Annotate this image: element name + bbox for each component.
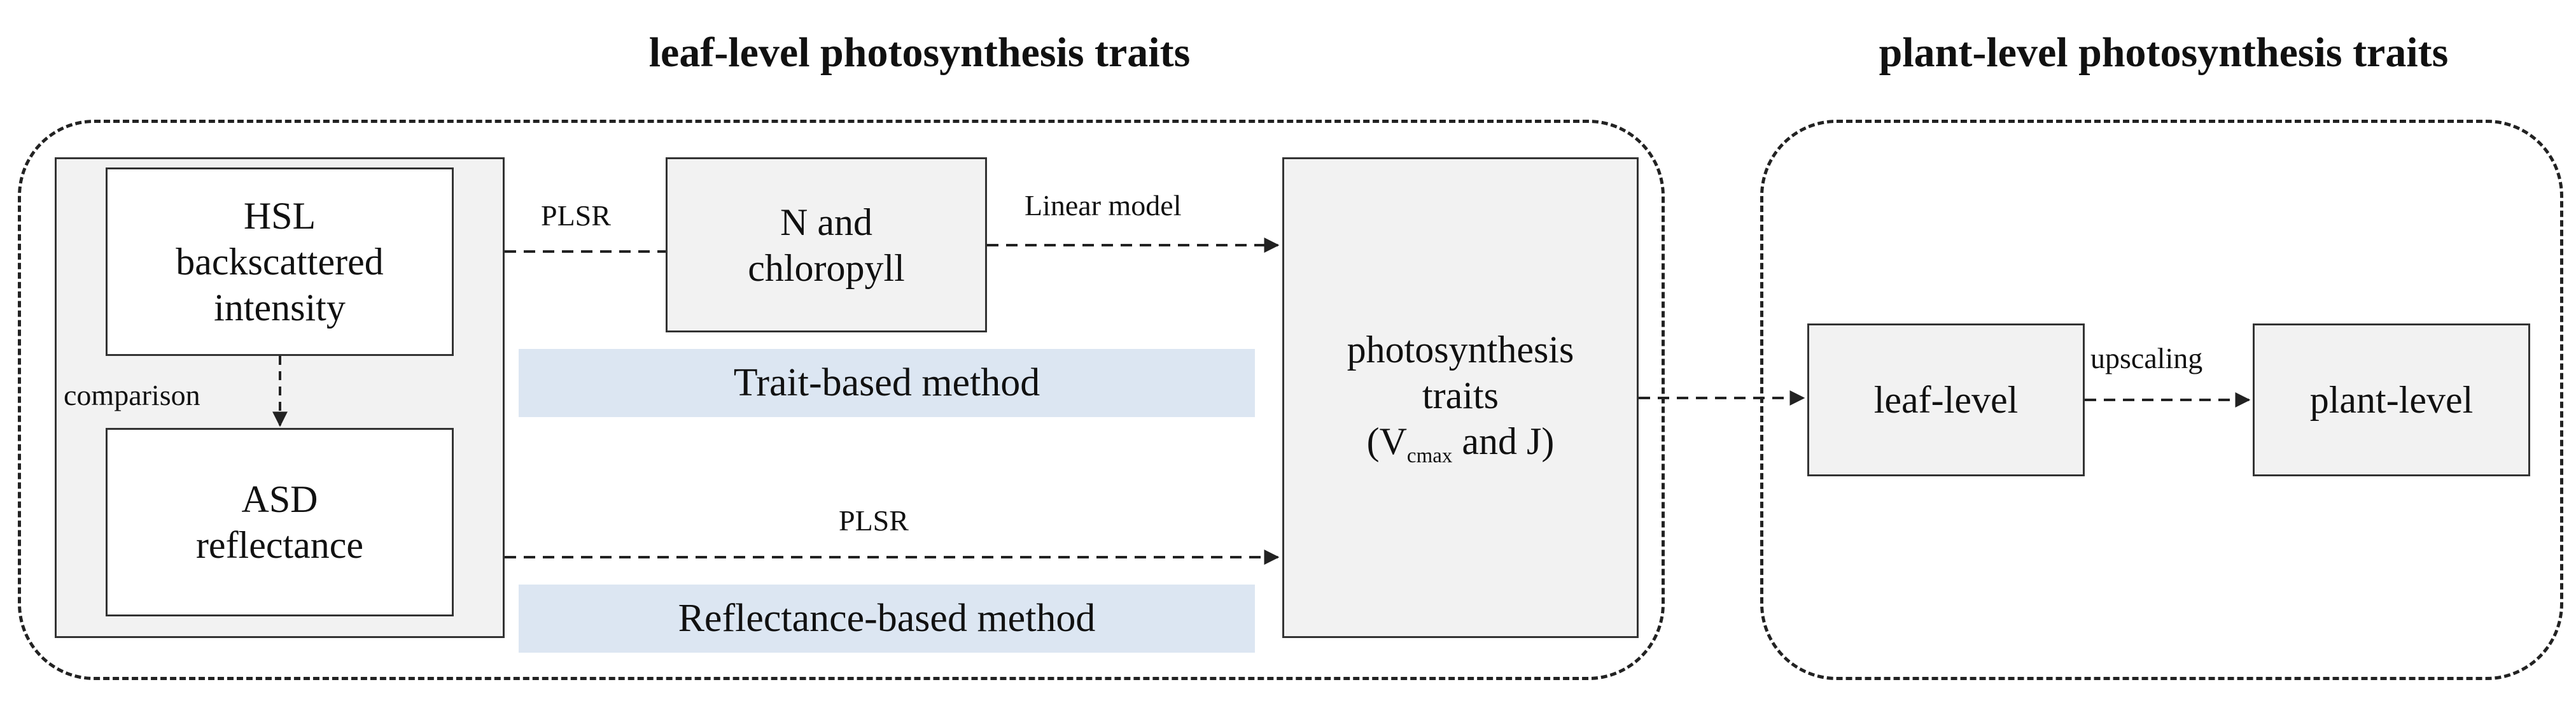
hsl-intensity-node: HSL backscattered intensity [106, 167, 454, 356]
plant-level-title: plant-level photosynthesis traits [1879, 29, 2449, 76]
hsl-line-3: intensity [214, 287, 346, 329]
leaf-level-node: leaf-level [1807, 323, 2085, 476]
asd-line-2: reflectance [195, 524, 364, 566]
hsl-line-2: backscattered [176, 241, 384, 283]
photo-line-3: (Vcmax and J) [1347, 418, 1574, 469]
asd-reflectance-node: ASD reflectance [106, 428, 454, 616]
photo-line-3-pre: (V [1366, 420, 1407, 462]
n-chl-line-2: chloropyll [748, 246, 905, 289]
photosynthesis-traits-node: photosynthesis traits (Vcmax and J) [1282, 157, 1639, 638]
photo-line-1: photosynthesis [1347, 328, 1574, 371]
photo-line-3-sub: cmax [1406, 444, 1453, 467]
plant-level-group [1760, 120, 2563, 680]
reflectance-based-method-band: Reflectance-based method [519, 585, 1255, 653]
n-chl-line-1: N and [780, 201, 872, 243]
n-chlorophyll-node: N and chloropyll [666, 157, 987, 332]
comparison-label: comparison [64, 379, 200, 411]
photo-line-2: traits [1422, 374, 1499, 416]
linear-model-label: Linear model [1025, 189, 1182, 222]
leaf-level-title: leaf-level photosynthesis traits [648, 29, 1191, 76]
hsl-line-1: HSL [243, 195, 316, 237]
trait-based-method-band: Trait-based method [519, 349, 1255, 417]
photo-line-3-post: and J) [1452, 420, 1555, 462]
plsr-top-label: PLSR [541, 199, 611, 232]
plant-level-node: plant-level [2253, 323, 2530, 476]
leaf-level-group [18, 120, 1665, 680]
plsr-bottom-label: PLSR [839, 504, 909, 537]
asd-line-1: ASD [241, 478, 318, 520]
upscaling-label: upscaling [2090, 342, 2203, 374]
